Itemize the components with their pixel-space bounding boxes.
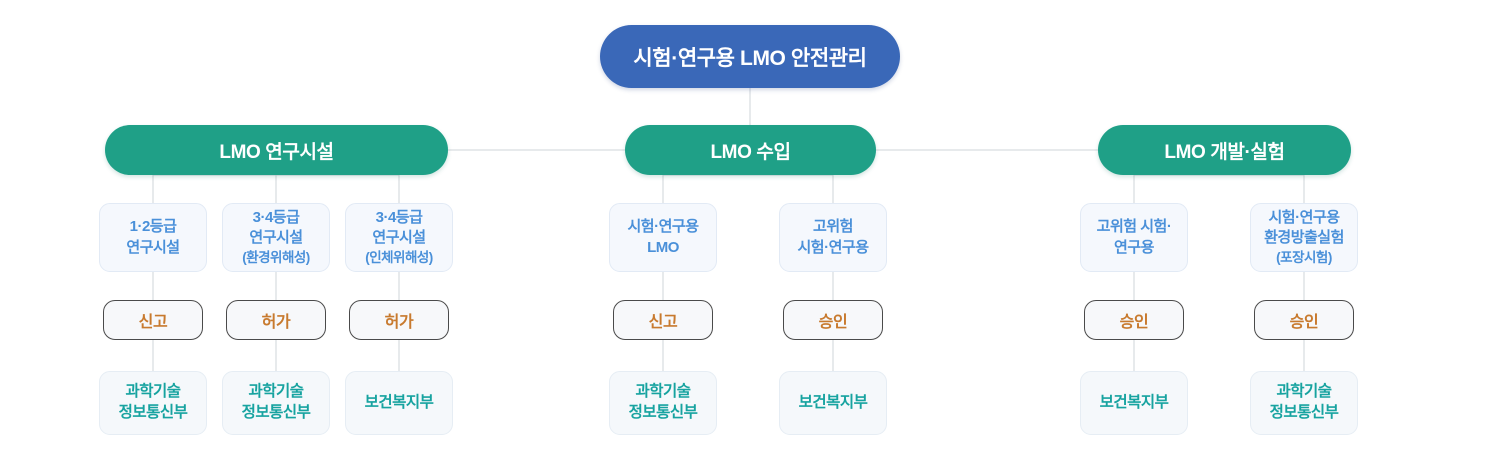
item-line-2: 연구시설 <box>249 229 303 247</box>
ministry-line-1: 보건복지부 <box>1099 393 1169 411</box>
category-label: LMO 연구시설 <box>219 141 334 163</box>
item-line-2: 연구용 <box>1114 238 1154 256</box>
category-node-development-experiment[interactable]: LMO 개발·실험 <box>1098 125 1351 175</box>
category-node-research-facility[interactable]: LMO 연구시설 <box>105 125 448 175</box>
ministry-node-msit-b1-i2[interactable]: 과학기술 정보통신부 <box>222 371 330 435</box>
action-label: 신고 <box>648 314 678 331</box>
category-label: LMO 수입 <box>710 141 791 163</box>
ministry-line-1: 보건복지부 <box>798 393 868 411</box>
item-node-grade-1-2-facility[interactable]: 1·2등급 연구시설 <box>99 203 207 272</box>
item-line-1: 시험·연구용 <box>1268 209 1341 227</box>
item-line-1: 시험·연구용 <box>627 218 700 236</box>
root-node-label: 시험·연구용 LMO 안전관리 <box>633 46 867 70</box>
action-node-approval-b3-i1[interactable]: 승인 <box>1084 300 1184 340</box>
item-line-1: 3·4등급 <box>252 209 300 227</box>
ministry-line-1: 과학기술 <box>125 383 181 401</box>
ministry-node-msit-b3-i2[interactable]: 과학기술 정보통신부 <box>1250 371 1358 435</box>
item-line-2: 시험·연구용 <box>797 238 870 256</box>
item-line-2: 연구시설 <box>126 238 180 256</box>
ministry-line-1: 보건복지부 <box>364 393 434 411</box>
ministry-node-msit-b1-i1[interactable]: 과학기술 정보통신부 <box>99 371 207 435</box>
action-node-approval-b2-i2[interactable]: 승인 <box>783 300 883 340</box>
item-line-2: LMO <box>647 238 679 256</box>
item-line-1: 고위험 <box>813 218 853 236</box>
ministry-node-mohw-b1-i3[interactable]: 보건복지부 <box>345 371 453 435</box>
item-node-grade-3-4-facility-human[interactable]: 3·4등급 연구시설 (인체위해성) <box>345 203 453 272</box>
ministry-line-1: 과학기술 <box>1276 383 1332 401</box>
action-label: 허가 <box>261 314 291 331</box>
item-line-1: 1·2등급 <box>129 218 177 236</box>
ministry-line-2: 정보통신부 <box>241 404 311 421</box>
action-node-permit-b1-i2[interactable]: 허가 <box>226 300 326 340</box>
ministry-line-2: 정보통신부 <box>118 404 188 421</box>
item-line-2: 연구시설 <box>372 229 426 247</box>
item-line-3: (환경위해성) <box>242 249 310 265</box>
ministry-node-mohw-b3-i1[interactable]: 보건복지부 <box>1080 371 1188 435</box>
action-label: 승인 <box>1119 314 1149 331</box>
action-node-approval-b3-i2[interactable]: 승인 <box>1254 300 1354 340</box>
category-label: LMO 개발·실험 <box>1164 141 1285 163</box>
item-line-1: 고위험 시험· <box>1096 218 1172 236</box>
ministry-line-1: 과학기술 <box>635 383 691 401</box>
item-node-research-lmo[interactable]: 시험·연구용 LMO <box>609 203 717 272</box>
action-node-report-b1-i1[interactable]: 신고 <box>103 300 203 340</box>
root-node-lmo-safety-management[interactable]: 시험·연구용 LMO 안전관리 <box>600 25 900 88</box>
item-node-high-risk-research-dev[interactable]: 고위험 시험· 연구용 <box>1080 203 1188 272</box>
item-line-3: (인체위해성) <box>365 249 433 265</box>
action-label: 승인 <box>818 314 848 331</box>
ministry-line-2: 정보통신부 <box>1269 404 1339 421</box>
item-node-high-risk-research[interactable]: 고위험 시험·연구용 <box>779 203 887 272</box>
action-node-permit-b1-i3[interactable]: 허가 <box>349 300 449 340</box>
action-label: 허가 <box>384 314 414 331</box>
action-label: 신고 <box>138 314 168 331</box>
ministry-node-msit-b2-i1[interactable]: 과학기술 정보통신부 <box>609 371 717 435</box>
item-line-1: 3·4등급 <box>375 209 423 227</box>
item-node-env-release-experiment[interactable]: 시험·연구용 환경방출실험 (포장시험) <box>1250 203 1358 272</box>
item-line-2: 환경방출실험 <box>1264 229 1344 247</box>
ministry-node-mohw-b2-i2[interactable]: 보건복지부 <box>779 371 887 435</box>
item-node-grade-3-4-facility-env[interactable]: 3·4등급 연구시설 (환경위해성) <box>222 203 330 272</box>
item-line-3: (포장시험) <box>1276 249 1332 265</box>
category-node-import[interactable]: LMO 수입 <box>625 125 876 175</box>
action-node-report-b2-i1[interactable]: 신고 <box>613 300 713 340</box>
ministry-line-2: 정보통신부 <box>628 404 698 421</box>
ministry-line-1: 과학기술 <box>248 383 304 401</box>
action-label: 승인 <box>1289 314 1319 331</box>
